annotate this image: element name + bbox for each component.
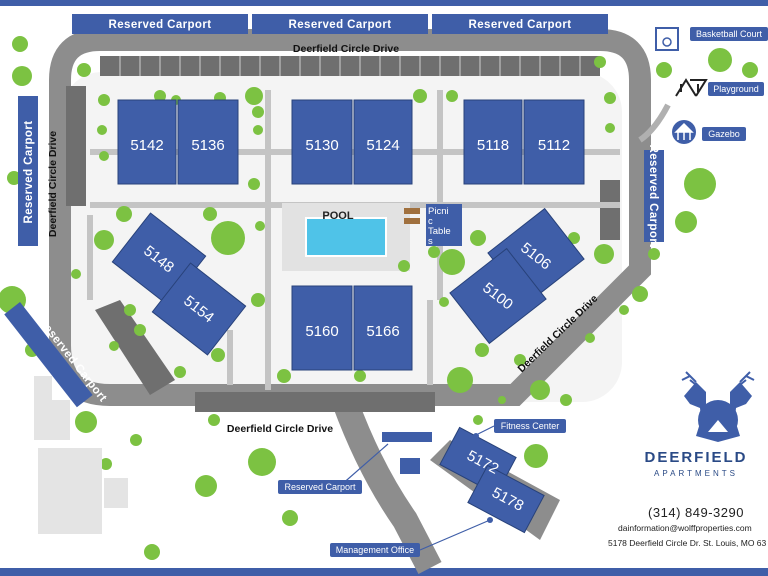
building-5136-label: 5136 (191, 137, 224, 154)
building-5166[interactable] (353, 285, 413, 371)
building-5130[interactable] (291, 99, 353, 185)
carports (4, 14, 664, 474)
building-5178[interactable] (467, 464, 545, 534)
playground-icon (675, 78, 708, 97)
building-5160-label: 5160 (305, 323, 338, 340)
fitness-center-label: Fitness Center (501, 421, 560, 431)
management-office-label: Management Office (336, 545, 414, 555)
street-address: 5178 Deerfield Circle Dr. St. Louis, MO … (608, 538, 767, 548)
road-label-top: Deerfield Circle Drive (293, 43, 399, 55)
building-5118[interactable] (463, 99, 523, 185)
carport-right-label: Reserved Carport (647, 145, 659, 248)
road-label-left: Deerfield Circle Drive (47, 131, 59, 237)
basketball-court-label: Basketball Court (696, 29, 763, 39)
parking-sw (95, 300, 175, 395)
deer-logo-icon (681, 371, 755, 442)
building-5124-label: 5124 (366, 137, 399, 154)
playground-badge[interactable] (708, 82, 764, 96)
carport-left-label: Reserved Carport (23, 121, 35, 224)
building-5142-label: 5142 (130, 137, 163, 154)
parking-right (600, 180, 620, 240)
management-office-callout[interactable] (330, 543, 420, 557)
brand-subtitle: APARTMENTS (654, 469, 738, 478)
reserved-carport-callout[interactable] (278, 480, 362, 494)
trees (0, 36, 758, 560)
road-label-bottom: Deerfield Circle Drive (227, 423, 333, 435)
parking-top (100, 56, 600, 76)
building-5142[interactable] (117, 99, 177, 185)
playground-label: Playground (713, 84, 759, 94)
bottom-border (0, 568, 768, 576)
building-5136[interactable] (177, 99, 239, 185)
picnic-label-1: Picni (428, 206, 449, 217)
entrance-road (332, 397, 442, 575)
reserved-carport-callout-label: Reserved Carport (284, 482, 356, 492)
parking-bottom (195, 392, 435, 412)
carport-top-right-label: Reserved Carport (469, 19, 572, 31)
basketball-court-badge[interactable] (690, 27, 768, 41)
building-5118-label: 5118 (477, 137, 509, 154)
picnic-label-3: Table (428, 226, 451, 237)
carport-top-mid-label: Reserved Carport (289, 19, 392, 31)
top-border (0, 0, 768, 6)
building-5130-label: 5130 (305, 137, 338, 154)
email-address[interactable]: dainformation@wolffproperties.com (618, 523, 752, 533)
pool-water (305, 217, 387, 257)
basketball-court-icon (655, 27, 679, 51)
building-5112[interactable] (523, 99, 585, 185)
pool-label: POOL (322, 210, 353, 222)
brand-name: DEERFIELD (644, 449, 747, 466)
building-5160[interactable] (291, 285, 353, 371)
gazebo-label: Gazebo (708, 129, 740, 139)
building-5100[interactable] (449, 247, 547, 345)
building-5112-label: 5112 (538, 137, 570, 154)
gazebo-badge[interactable] (702, 127, 746, 141)
picnic-tables-badge (426, 204, 462, 246)
parking-left (66, 86, 86, 206)
carport-top-left-label: Reserved Carport (109, 19, 212, 31)
phone-number[interactable]: (314) 849-3290 (648, 505, 744, 520)
building-5124[interactable] (353, 99, 413, 185)
building-5154[interactable] (151, 262, 247, 356)
building-5166-label: 5166 (366, 323, 399, 340)
picnic-label-4: s (428, 236, 433, 247)
picnic-label-2: c (428, 216, 433, 227)
fitness-center-callout[interactable] (494, 419, 566, 433)
